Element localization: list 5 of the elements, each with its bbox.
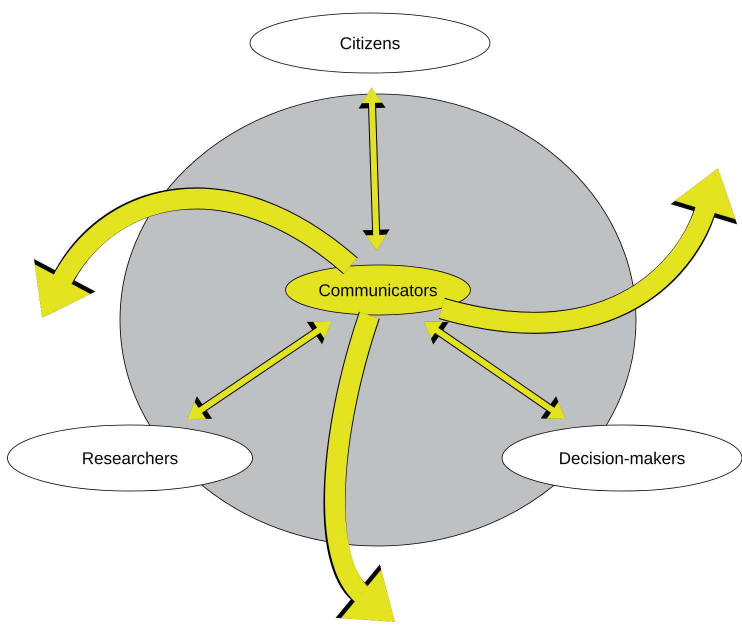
ellipse-node: Researchers — [7, 424, 253, 492]
ellipse-node: Decision-makers — [502, 424, 742, 492]
ellipse-node: Communicators — [285, 264, 471, 316]
ellipse-node: Citizens — [250, 12, 490, 74]
node-label: Decision-makers — [560, 452, 685, 464]
